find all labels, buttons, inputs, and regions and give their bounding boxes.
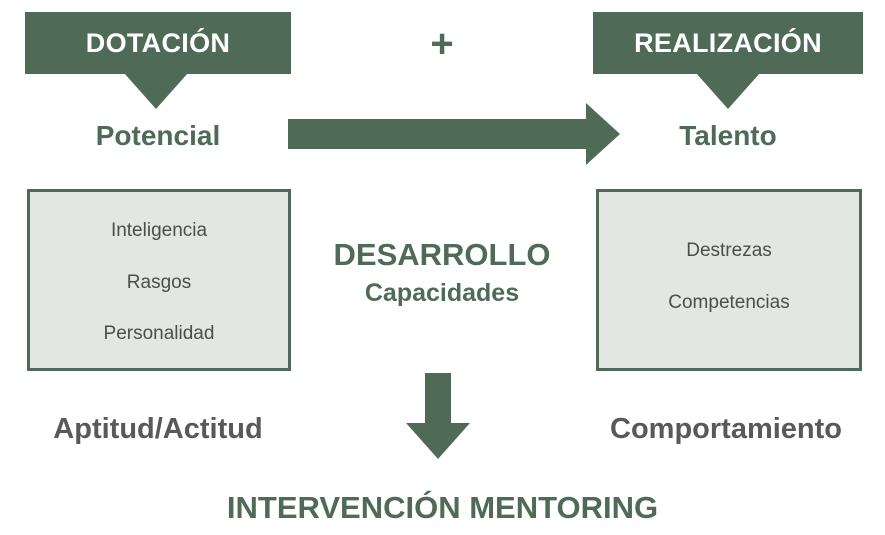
left-box-item: Rasgos xyxy=(126,272,192,293)
right-box-item: Competencias xyxy=(668,292,790,313)
dotacion-header: DOTACIÓN xyxy=(25,12,291,74)
potencial-label: Potencial xyxy=(95,120,221,151)
center-down-arrow xyxy=(406,373,470,459)
left-traits-box: Inteligencia Rasgos Personalidad xyxy=(27,189,291,371)
left-header-down-arrow xyxy=(124,73,188,109)
left-box-item: Inteligencia xyxy=(110,220,208,241)
right-skills-box: Destrezas Competencias xyxy=(596,189,862,371)
left-box-item: Personalidad xyxy=(103,323,215,344)
talento-label: Talento xyxy=(679,120,777,151)
realizacion-header-text: REALIZACIÓN xyxy=(634,27,822,58)
right-arrow xyxy=(288,103,620,165)
comportamiento-label: Comportamiento xyxy=(610,413,842,445)
right-header-down-arrow xyxy=(696,73,760,109)
intervencion-mentoring-title: INTERVENCIÓN MENTORING xyxy=(226,490,659,525)
aptitud-actitud-label: Aptitud/Actitud xyxy=(53,413,263,445)
plus-sign: + xyxy=(430,22,454,66)
capacidades-subtitle: Capacidades xyxy=(364,279,520,307)
dotacion-header-text: DOTACIÓN xyxy=(85,27,231,58)
desarrollo-title: DESARROLLO xyxy=(333,237,551,272)
realizacion-header: REALIZACIÓN xyxy=(593,12,863,74)
right-box-item: Destrezas xyxy=(686,240,772,261)
